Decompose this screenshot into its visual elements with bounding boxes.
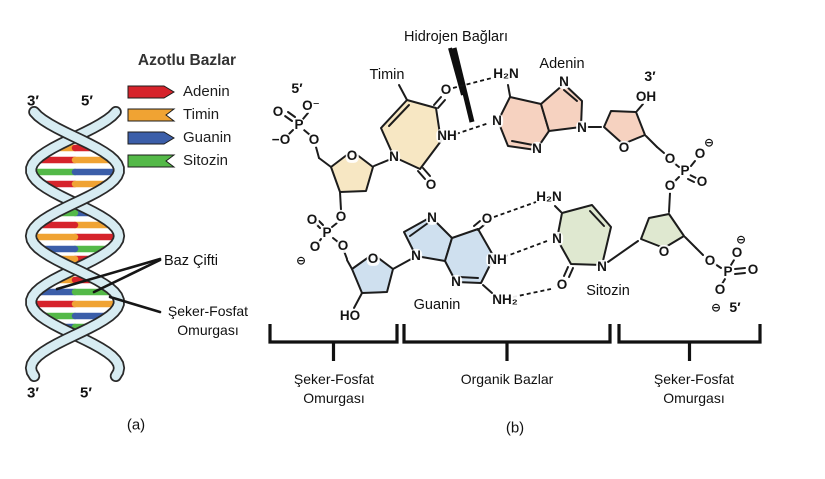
hydrogen-bond-pointer-wedge [448, 47, 475, 123]
panel-a-pointer-lines [55, 257, 162, 314]
rings [330, 83, 685, 294]
guanine-six-ring [444, 228, 495, 284]
cytosine-ring [556, 204, 612, 266]
guanine-sugar [351, 253, 394, 294]
adenine-sugar [603, 110, 646, 145]
base-pair-pointer-line [55, 257, 162, 291]
bracket-right [617, 324, 762, 344]
adenine-five-ring [540, 83, 583, 132]
thymine-sugar [330, 150, 374, 193]
bracket-left [268, 324, 399, 344]
base-pair-pointer-line [92, 258, 162, 294]
cytosine-sugar [640, 213, 685, 249]
brackets [268, 324, 762, 361]
dna-helix-rungs [27, 144, 123, 331]
backbone-pointer-line [108, 295, 162, 314]
bracket-middle [402, 324, 612, 344]
hydrogen-bond-dashes [452, 77, 552, 298]
dna-helix-strands [24, 106, 126, 382]
